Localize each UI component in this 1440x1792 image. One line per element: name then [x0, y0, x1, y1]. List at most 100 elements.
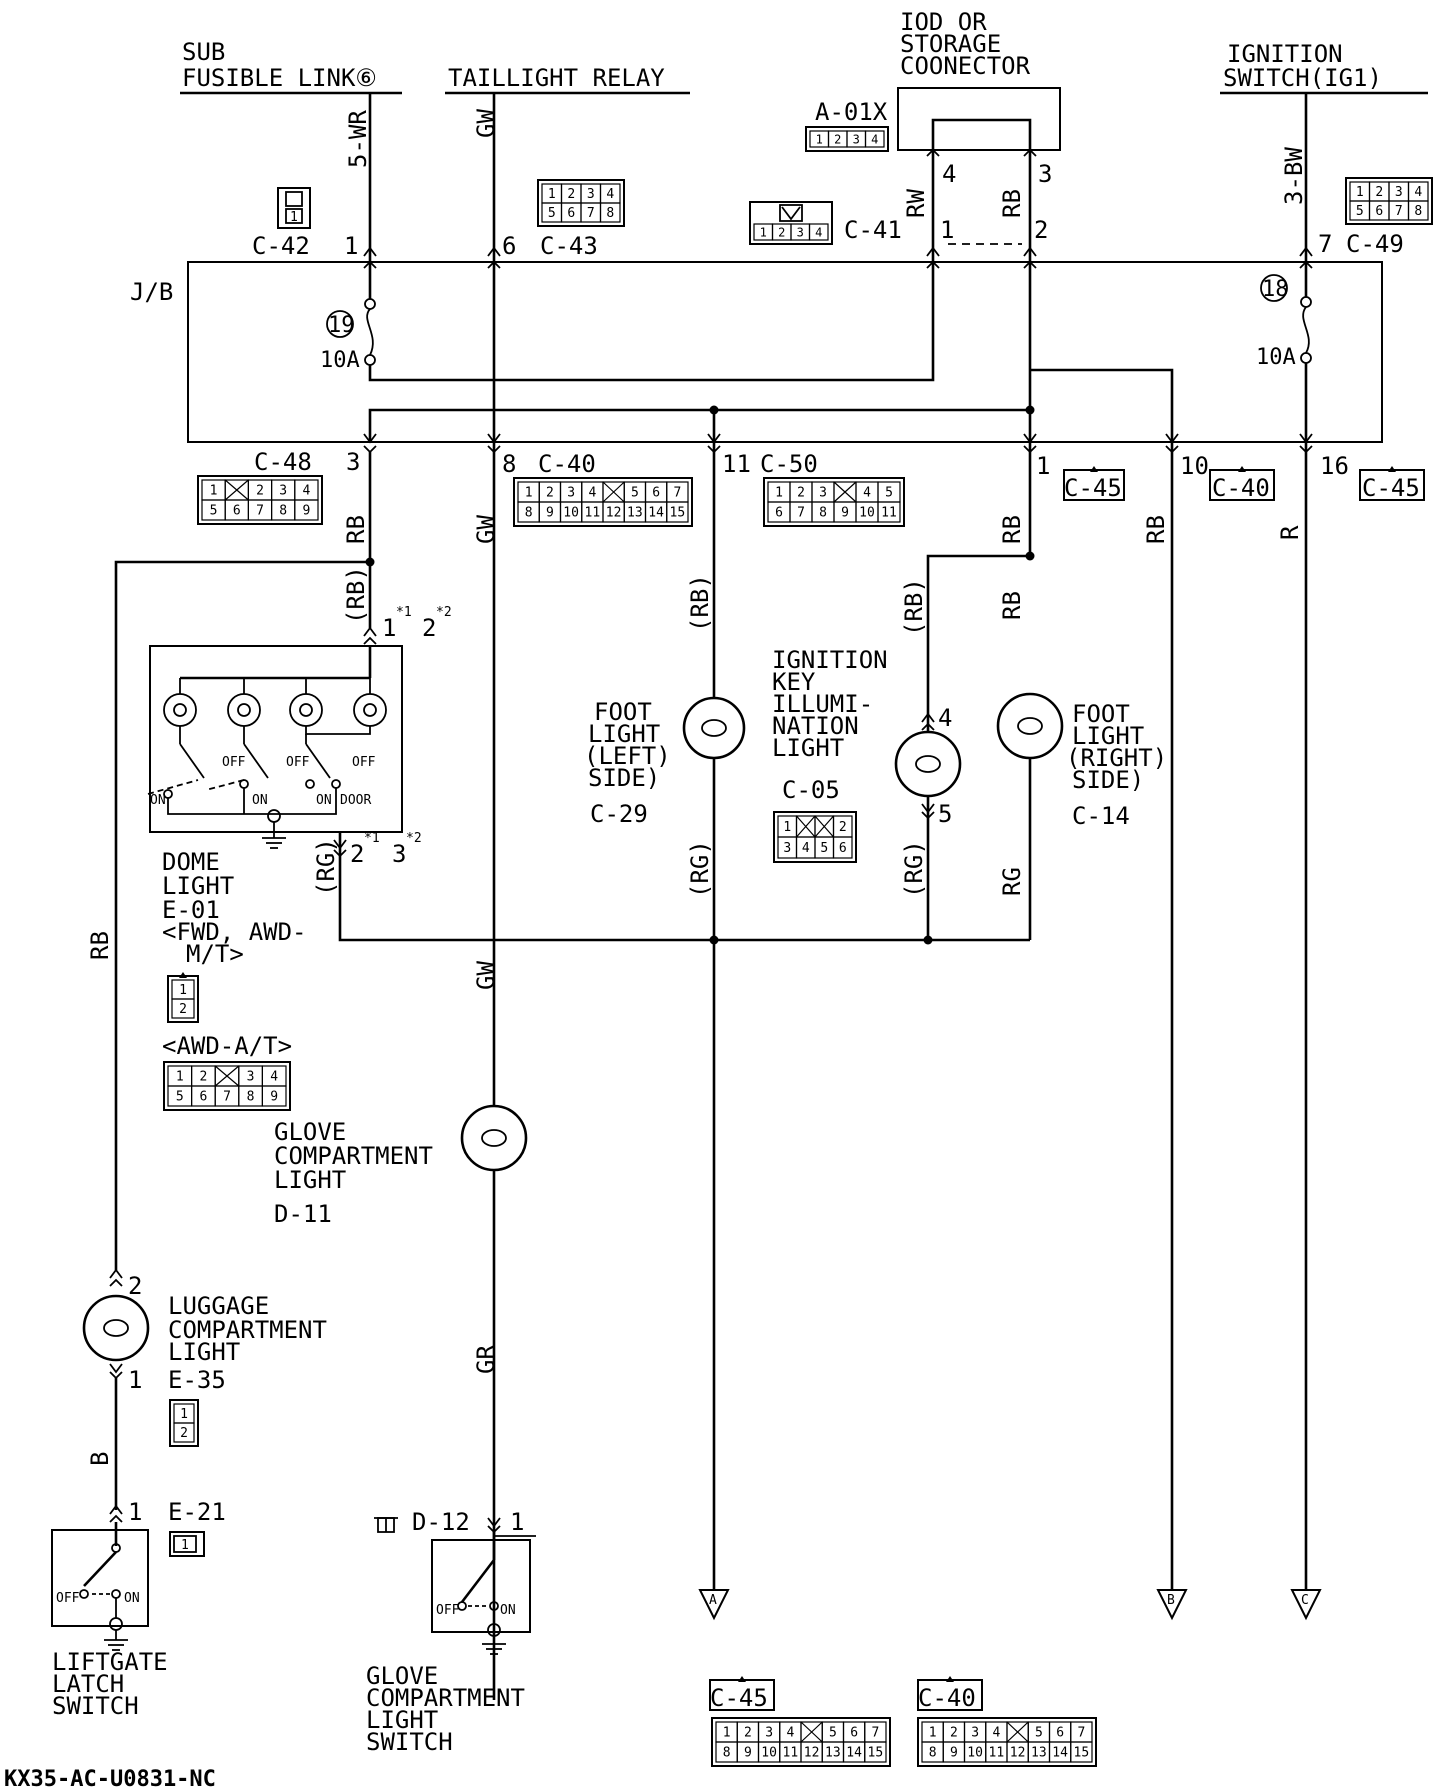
wire-rb-left: RB — [86, 931, 114, 960]
connector-pin-number: 4 — [786, 1726, 794, 1741]
sub-fusible-link-line2: FUSIBLE LINK⑥ — [182, 64, 377, 92]
connector-pin-number: 7 — [1395, 204, 1403, 219]
connector-cavity — [294, 499, 319, 521]
a01x-label: A-01X — [815, 98, 888, 126]
wire-rb-paren-foot-left: (RB) — [686, 574, 714, 632]
c45-tag-1: C-45 — [1063, 466, 1125, 502]
connector-cavity — [808, 223, 829, 241]
connector-pin-number: 8 — [525, 506, 533, 521]
connector-cavity — [666, 501, 689, 523]
c45-tag-1-label: C-45 — [1064, 474, 1122, 502]
connector-pin-number: 8 — [279, 504, 287, 519]
connector-pin-number: 6 — [1375, 204, 1383, 219]
dome-connector: E-01 — [162, 896, 220, 924]
connector-pin-number: 2 — [950, 1726, 958, 1741]
foot-left-line3: (LEFT) — [584, 742, 671, 770]
pin-liftgate-1: 1 — [128, 1498, 142, 1526]
glove-switch-off: OFF — [436, 1603, 460, 1618]
connector-pin-number: 10 — [761, 1746, 777, 1761]
connector-pin-number: 7 — [223, 1090, 231, 1105]
wire-rb-far: RB — [1142, 515, 1170, 544]
glove-light-line1: GLOVE — [274, 1118, 346, 1146]
foot-light-left-bulb — [682, 696, 746, 760]
unused-cavity-mark — [602, 481, 625, 503]
connector-pin-number: 3 — [797, 226, 804, 240]
pin-c41-1: 1 — [940, 216, 954, 244]
continuation-c: C — [1290, 1589, 1322, 1621]
connector-cavity — [173, 1422, 195, 1443]
c42-label: C-42 — [252, 232, 310, 260]
c43-label: C-43 — [540, 232, 598, 260]
wire-rg-paren-dome: (RG) — [312, 838, 340, 896]
pin-c45-1: 1 — [1036, 452, 1050, 480]
fuse-18: 18 10A — [1256, 274, 1312, 370]
connector-pin-number: 6 — [233, 504, 241, 519]
connector-pin-number: 11 — [585, 506, 601, 521]
connector-pin-number: 7 — [797, 506, 805, 521]
connector-pin-number: 6 — [652, 486, 660, 501]
source-taillight-relay: TAILLIGHT RELAY — [445, 64, 690, 95]
foot-right-connector: C-14 — [1072, 802, 1130, 830]
dome-door: DOOR — [340, 793, 371, 808]
foot-right-line3: (RIGHT) — [1066, 744, 1167, 772]
connector-pin-number: 3 — [567, 486, 575, 501]
connector-pin-number: 6 — [850, 1726, 858, 1741]
continuation-c-label: C — [1301, 1593, 1309, 1608]
connector-cavity — [864, 1741, 887, 1763]
connector-pin-number: 3 — [971, 1726, 979, 1741]
ignition-key-line2: KEY — [772, 668, 816, 696]
foot-left-line2: LIGHT — [588, 720, 660, 748]
connector-pin-number: 2 — [744, 1726, 752, 1741]
connector-pin-number: 9 — [302, 504, 310, 519]
pin-ignition-4: 4 — [938, 704, 952, 732]
pin-c43-6: 6 — [502, 232, 516, 260]
foot-left-line4: SIDE) — [588, 764, 660, 792]
connector-pin-number: 12 — [1010, 1746, 1026, 1761]
connector-pin-number: 1 — [760, 226, 767, 240]
luggage-connector: E-35 — [168, 1366, 226, 1394]
luggage-compartment-light-bulb — [82, 1294, 150, 1362]
connector-pin-number: 8 — [723, 1746, 731, 1761]
pin-luggage-1: 1 — [128, 1366, 142, 1394]
ignition-key-line4: NATION — [772, 712, 859, 740]
wire-rb-foot-right: RB — [998, 591, 1026, 620]
connector-pin-number: 2 — [179, 1002, 187, 1017]
fuse-19-number: 19 — [328, 313, 355, 338]
connector-pin-number: 1 — [929, 1726, 937, 1741]
wire-rb-top: RB — [998, 189, 1026, 218]
c49-label: C-49 — [1346, 230, 1404, 258]
connector-pin-number: 9 — [841, 506, 849, 521]
connector-pin-number: 7 — [256, 504, 264, 519]
glove-switch-line2: COMPARTMENT — [366, 1684, 525, 1712]
connector-pin-number: 13 — [825, 1746, 841, 1761]
wire-gw-lower: GW — [472, 961, 500, 990]
ignition-key-line5: LIGHT — [772, 734, 844, 762]
connector-pin-number: 10 — [859, 506, 875, 521]
wire-rw: RW — [902, 189, 930, 218]
pin-glove-switch-1: 1 — [510, 1508, 524, 1536]
connector-pin-number: 1 — [180, 1407, 188, 1422]
glove-switch-line4: SWITCH — [366, 1728, 453, 1756]
ignition-switch-line2: SWITCH(IG1) — [1223, 64, 1382, 92]
connector-pin-number: 5 — [631, 486, 639, 501]
e21-connector-face: 1 — [169, 1531, 205, 1557]
ignition-key-line1: IGNITION — [772, 646, 888, 674]
wire-rb-paren-ignition: (RB) — [900, 578, 928, 636]
connector-pin-number: 5 — [885, 486, 893, 501]
c41-label: C-41 — [844, 216, 902, 244]
connector-pin-number: 7 — [587, 206, 595, 221]
foot-left-connector: C-29 — [590, 800, 648, 828]
connector-pin-number: 8 — [819, 506, 827, 521]
connector-pin-number: 6 — [199, 1090, 207, 1105]
connector-pin-number: 12 — [606, 506, 622, 521]
iod-line3: COONECTOR — [900, 52, 1031, 80]
e21-pin-1: 1 — [181, 1538, 189, 1553]
connector-pin-number: 6 — [1056, 1726, 1064, 1741]
